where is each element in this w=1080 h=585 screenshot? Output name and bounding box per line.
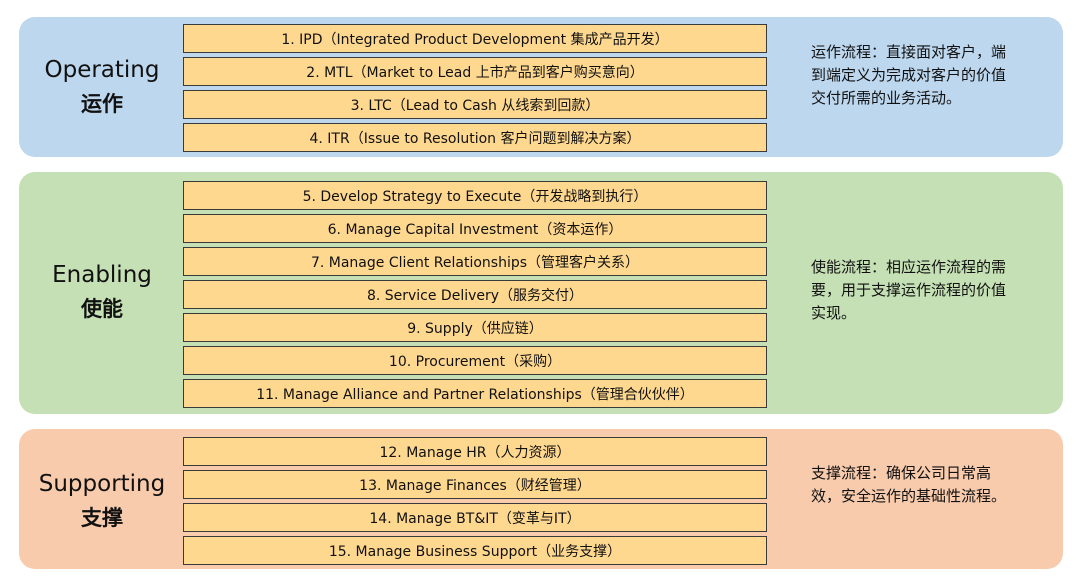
process-box-6[interactable]: 6. Manage Capital Investment（资本运作） xyxy=(183,214,767,243)
operating-label: Operating 运作 xyxy=(19,53,185,121)
enabling-panel: Enabling 使能 5. Develop Strategy to Execu… xyxy=(19,172,1063,414)
supporting-label-en: Supporting xyxy=(38,471,166,497)
supporting-description: 支撑流程：确保公司日常高效，安全运作的基础性流程。 xyxy=(811,464,1007,505)
operating-process-list: 1. IPD（Integrated Product Development 集成… xyxy=(183,24,767,156)
operating-panel: Operating 运作 1. IPD（Integrated Product D… xyxy=(19,17,1063,157)
operating-label-zh: 运作 xyxy=(81,92,123,116)
enabling-process-list: 5. Develop Strategy to Execute（开发战略到执行） … xyxy=(183,181,767,412)
enabling-label-zh: 使能 xyxy=(81,297,123,321)
enabling-label: Enabling 使能 xyxy=(19,258,185,326)
process-box-9[interactable]: 9. Supply（供应链） xyxy=(183,313,767,342)
process-box-8[interactable]: 8. Service Delivery（服务交付） xyxy=(183,280,767,309)
process-box-4[interactable]: 4. ITR（Issue to Resolution 客户问题到解决方案） xyxy=(183,123,767,152)
process-box-11[interactable]: 11. Manage Alliance and Partner Relation… xyxy=(183,379,767,408)
process-box-13[interactable]: 13. Manage Finances（财经管理） xyxy=(183,470,767,499)
supporting-label: Supporting 支撑 xyxy=(19,467,185,535)
operating-description: 运作流程：直接面对客户，端到端定义为完成对客户的价值交付所需的业务活动。 xyxy=(811,43,1007,107)
process-box-5[interactable]: 5. Develop Strategy to Execute（开发战略到执行） xyxy=(183,181,767,210)
supporting-process-list: 12. Manage HR（人力资源） 13. Manage Finances（… xyxy=(183,437,767,569)
process-box-7[interactable]: 7. Manage Client Relationships（管理客户关系） xyxy=(183,247,767,276)
enabling-label-en: Enabling xyxy=(52,262,152,288)
process-box-15[interactable]: 15. Manage Business Support（业务支撑） xyxy=(183,536,767,565)
supporting-label-zh: 支撑 xyxy=(81,506,123,530)
process-box-12[interactable]: 12. Manage HR（人力资源） xyxy=(183,437,767,466)
process-box-10[interactable]: 10. Procurement（采购） xyxy=(183,346,767,375)
process-box-14[interactable]: 14. Manage BT&IT（变革与IT） xyxy=(183,503,767,532)
process-box-2[interactable]: 2. MTL（Market to Lead 上市产品到客户购买意向） xyxy=(183,57,767,86)
supporting-panel: Supporting 支撑 12. Manage HR（人力资源） 13. Ma… xyxy=(19,429,1063,569)
enabling-description: 使能流程：相应运作流程的需要，用于支撑运作流程的价值实现。 xyxy=(811,258,1007,322)
operating-label-en: Operating xyxy=(44,57,160,83)
process-box-1[interactable]: 1. IPD（Integrated Product Development 集成… xyxy=(183,24,767,53)
process-box-3[interactable]: 3. LTC（Lead to Cash 从线索到回款） xyxy=(183,90,767,119)
